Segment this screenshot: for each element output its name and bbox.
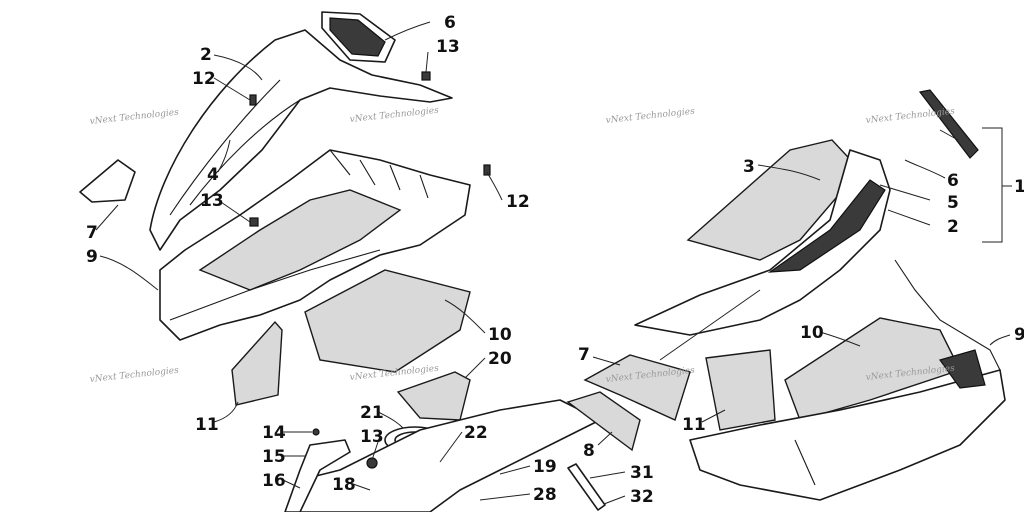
hood-cover-right-part (634, 149, 891, 336)
callout-12: 12 (192, 69, 216, 89)
watermark-text: vNext Technologies (89, 366, 179, 385)
bracket-15-part (284, 439, 351, 512)
callout-22: 22 (464, 423, 488, 443)
watermark-text: vNext Technologies (89, 108, 179, 127)
callout-21: 21 (360, 403, 384, 423)
panel-11-left-part (231, 320, 283, 406)
hood-shell-right-part (689, 259, 1006, 501)
decal-6-right-part (918, 89, 979, 159)
callout-12: 12 (506, 192, 530, 212)
callout-5: 5 (947, 193, 959, 213)
callout-28: 28 (533, 485, 557, 505)
callout-10: 10 (488, 325, 512, 345)
watermark-text: vNext Technologies (605, 107, 695, 126)
callout-16: 16 (262, 471, 286, 491)
fastener-13a-part (421, 71, 431, 81)
callout-labels: 6 13 2 12 4 13 12 7 9 10 20 11 21 13 22 … (86, 13, 1024, 507)
fastener-12b-part (483, 164, 491, 176)
part-8-right (566, 391, 641, 452)
callout-6: 6 (444, 13, 456, 33)
callout-7: 7 (578, 345, 590, 365)
callout-7: 7 (86, 223, 98, 243)
callout-13: 13 (436, 37, 460, 57)
callout-3: 3 (743, 157, 755, 177)
callout-11: 11 (682, 415, 706, 435)
trim-piece-left-part (79, 159, 136, 203)
watermark-text: vNext Technologies (349, 106, 439, 125)
callout-13: 13 (200, 191, 224, 211)
group-bracket (982, 127, 1012, 243)
callout-19: 19 (533, 457, 557, 477)
callout-11: 11 (195, 415, 219, 435)
side-panel-left-part (304, 269, 471, 373)
panel-11-right-part (705, 349, 776, 431)
leader-lines (95, 21, 1011, 505)
fastener-13c-part (366, 457, 378, 469)
trim-7-right-part (583, 354, 691, 421)
callout-4: 4 (207, 165, 219, 185)
callout-15: 15 (262, 447, 286, 467)
fastener-14-part (312, 428, 320, 436)
tool-31-32-part (567, 463, 606, 511)
callout-20: 20 (488, 349, 512, 369)
fastener-13b-part (249, 217, 259, 227)
callout-2: 2 (947, 217, 959, 237)
callout-8: 8 (583, 441, 595, 461)
callout-32: 32 (630, 487, 654, 507)
callout-10: 10 (800, 323, 824, 343)
callout-31: 31 (630, 463, 654, 483)
upper-hood-panel-part (149, 29, 453, 251)
callout-18: 18 (332, 475, 356, 495)
callout-2: 2 (200, 45, 212, 65)
callout-6: 6 (947, 171, 959, 191)
callout-1: 1 (1014, 177, 1024, 197)
callout-9: 9 (86, 247, 98, 267)
watermark-text: vNext Technologies (865, 107, 955, 126)
bracket-20-part (396, 371, 471, 421)
callout-9: 9 (1014, 325, 1024, 345)
hood-shell-part (159, 149, 471, 341)
fastener-12a-part (249, 94, 257, 106)
vent-grille-part (321, 11, 396, 63)
callout-13: 13 (360, 427, 384, 447)
callout-14: 14 (262, 423, 286, 443)
